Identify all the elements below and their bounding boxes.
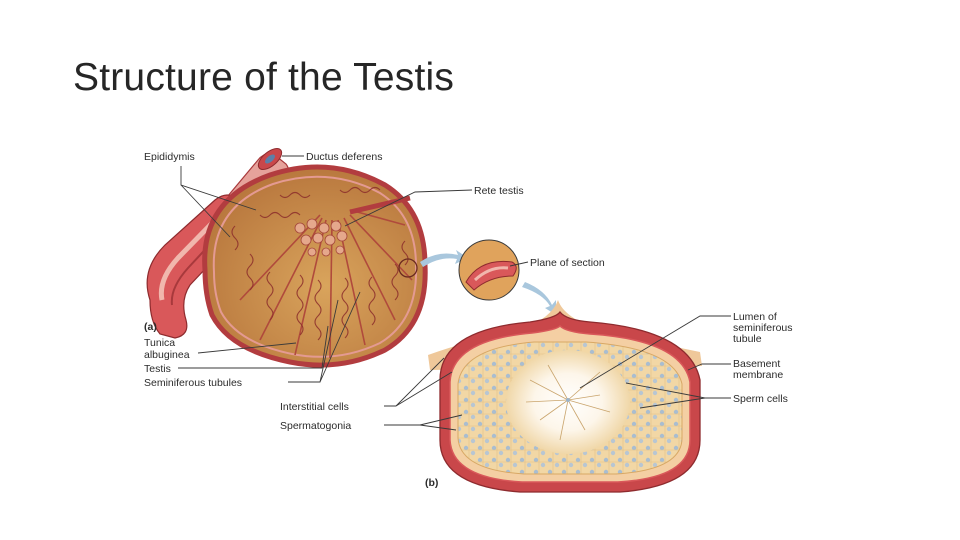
plane-of-section-inset [458,239,520,301]
slide-title: Structure of the Testis [73,56,455,99]
label-plane-of-section: Plane of section [530,257,605,269]
labels-panel-a: Epididymis Ductus deferens Rete testis P… [144,151,605,389]
label-tunica-line2: albuginea [144,349,190,361]
label-ductus-deferens: Ductus deferens [306,151,382,163]
label-lumen-line1: Lumen of [733,311,777,323]
sperm-tails [525,364,611,441]
label-interstitial-cells: Interstitial cells [280,401,349,413]
label-sperm-cells: Sperm cells [733,393,788,405]
label-panel-a: (a) [144,321,157,333]
panel-b-illustration [428,300,702,493]
panel-a-illustration [146,148,428,368]
label-lumen-line3: tubule [733,333,762,345]
labels-panel-b: Lumen of seminiferous tubule Basement me… [280,311,793,489]
label-basement-line2: membrane [733,369,783,381]
rete-testis-network [294,218,348,257]
label-panel-b: (b) [425,477,438,489]
label-rete-testis: Rete testis [474,185,524,197]
label-spermatogonia: Spermatogonia [280,420,351,432]
label-seminiferous-tubules: Seminiferous tubules [144,377,242,389]
label-basement-line1: Basement [733,358,780,370]
label-epididymis: Epididymis [144,151,195,163]
seminiferous-tubules-coils [231,186,409,341]
flow-arrows [420,250,556,315]
label-testis: Testis [144,363,171,375]
label-lumen-line2: seminiferous [733,322,793,334]
plane-origin-marker [398,258,418,278]
label-tunica-line1: Tunica [144,337,175,349]
